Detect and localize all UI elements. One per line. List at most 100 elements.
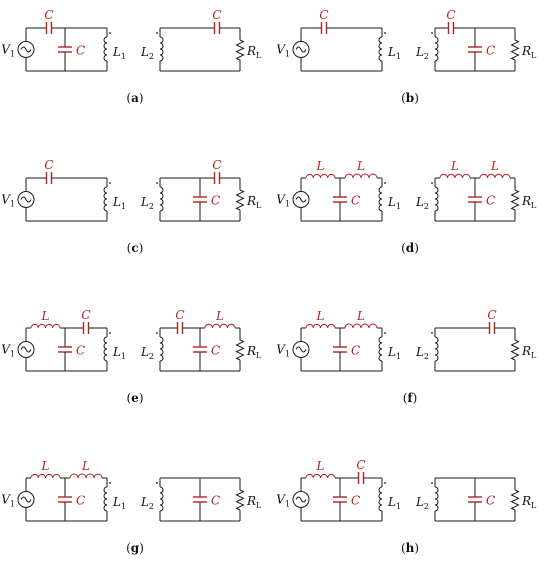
shunt-capacitor: C: [333, 494, 360, 508]
series-capacitor: C: [356, 458, 366, 484]
shunt-capacitor: C: [468, 494, 495, 508]
source-label: V1: [1, 193, 15, 209]
load-resistor-label: RL: [246, 494, 262, 510]
capacitor-label: C: [211, 494, 220, 508]
capacitor-label: C: [212, 8, 221, 22]
shunt-capacitor: C: [333, 194, 360, 208]
sine-wave-icon: [20, 46, 32, 53]
sine-wave-icon: [20, 346, 32, 353]
shunt-capacitor: C: [193, 344, 220, 358]
load-resistor-label: RL: [246, 44, 262, 60]
capacitor-label: C: [486, 44, 495, 58]
dot-marker: [384, 182, 386, 184]
resistor-zigzag: [510, 489, 520, 511]
inductor-coil: [439, 173, 471, 179]
sine-wave-icon: [295, 346, 307, 353]
dot-marker: [156, 182, 158, 184]
series-capacitor: C: [212, 158, 222, 184]
secondary-coil-label: L2: [415, 195, 429, 211]
dot-marker: [109, 182, 111, 184]
coil-turns: [159, 336, 164, 362]
sine-wave-icon: [295, 46, 307, 53]
secondary-coil-label: L2: [140, 345, 154, 361]
coil-turns: [159, 36, 164, 62]
resistor-zigzag: [510, 339, 520, 361]
inductor-coil: [305, 473, 336, 479]
coil-turns: [434, 36, 439, 62]
capacitor-label: C: [44, 8, 53, 22]
series-inductor: L: [30, 309, 61, 329]
capacitor-label: C: [486, 494, 495, 508]
panel-caption: (h): [401, 541, 419, 555]
ac-source: V1: [1, 41, 35, 59]
load-resistor: RL: [235, 189, 262, 211]
primary-coil-label: L1: [112, 195, 126, 211]
capacitor-label: C: [446, 8, 455, 22]
source-label: V1: [276, 193, 290, 209]
coil-turns: [434, 486, 439, 512]
capacitor-label: C: [211, 194, 220, 208]
load-resistor: RL: [235, 489, 262, 511]
source-label: V1: [276, 43, 290, 59]
resistor-zigzag: [510, 39, 520, 61]
secondary-coil-label: L2: [415, 345, 429, 361]
primary-coil-label: L1: [387, 195, 401, 211]
coil-turns: [159, 186, 164, 212]
primary-coil: [103, 486, 108, 512]
shunt-capacitor: C: [58, 44, 85, 58]
primary-coil: [378, 186, 383, 212]
series-capacitor: C: [44, 8, 54, 34]
capacitor-label: C: [44, 158, 53, 172]
secondary-coil: [434, 336, 439, 362]
load-resistor: RL: [510, 489, 537, 511]
inductor-label: L: [316, 459, 325, 473]
load-resistor-label: RL: [521, 194, 537, 210]
shunt-capacitor: C: [58, 494, 85, 508]
primary-coil-label: L1: [387, 45, 401, 61]
inductor-coil: [305, 173, 336, 179]
panel-caption: (c): [127, 241, 144, 255]
series-capacitor: C: [44, 158, 54, 184]
panel-caption: (g): [126, 541, 144, 555]
series-inductor: L: [344, 159, 378, 179]
coil-turns: [378, 486, 383, 512]
series-capacitor: C: [487, 308, 497, 334]
panel-caption: (a): [126, 91, 143, 105]
ac-source: V1: [276, 341, 310, 359]
primary-coil: [103, 36, 108, 62]
series-capacitor: C: [175, 308, 185, 334]
ac-source: V1: [276, 491, 310, 509]
secondary-coil: [434, 36, 439, 62]
capacitor-label: C: [351, 194, 360, 208]
inductor-label: L: [215, 309, 224, 323]
inductor-label: L: [316, 309, 325, 323]
inductor-coil: [344, 173, 378, 179]
series-inductor: L: [479, 159, 511, 179]
ac-source: V1: [1, 191, 35, 209]
secondary-coil-label: L2: [140, 495, 154, 511]
capacitor-label: C: [76, 344, 85, 358]
dot-marker: [431, 182, 433, 184]
ac-source: V1: [276, 41, 310, 59]
dot-marker: [431, 482, 433, 484]
primary-coil-label: L1: [387, 345, 401, 361]
primary-coil-label: L1: [112, 345, 126, 361]
series-inductor: L: [439, 159, 471, 179]
primary-coil-label: L1: [112, 45, 126, 61]
primary-coil-label: L1: [387, 495, 401, 511]
coil-turns: [103, 336, 108, 362]
shunt-capacitor: C: [193, 194, 220, 208]
secondary-coil: [159, 486, 164, 512]
secondary-coil: [434, 186, 439, 212]
resistor-zigzag: [235, 189, 245, 211]
inductor-coil: [479, 173, 511, 179]
capacitor-label: C: [175, 308, 184, 322]
dot-marker: [109, 482, 111, 484]
panel-caption: (b): [401, 91, 419, 105]
load-resistor: RL: [510, 189, 537, 211]
